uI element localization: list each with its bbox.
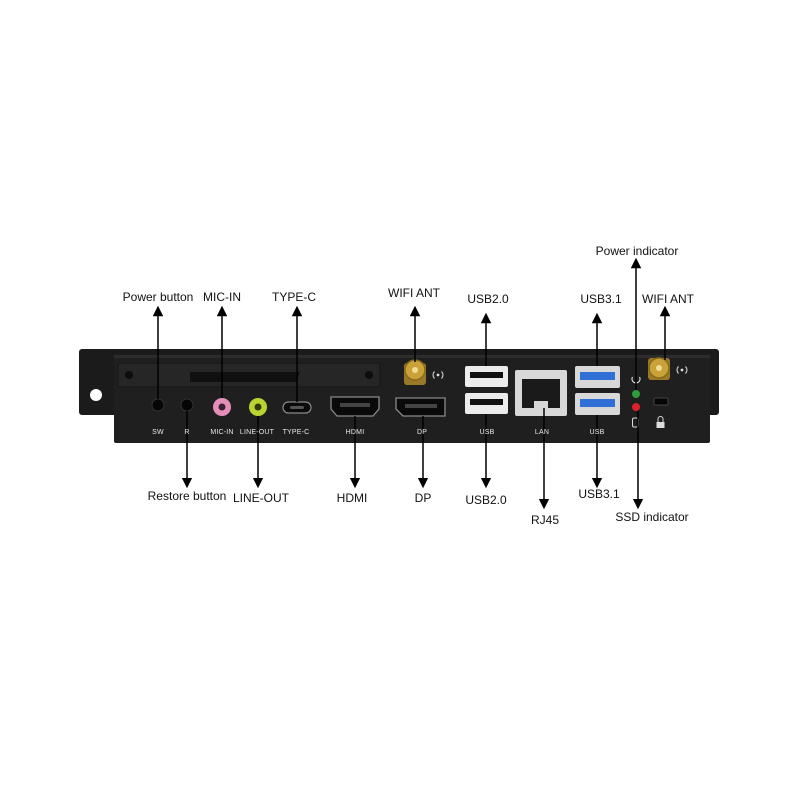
callout-arrows bbox=[152, 257, 671, 510]
callout-mic-in: MIC-IN bbox=[203, 290, 241, 304]
panel-label-lan: LAN bbox=[534, 429, 550, 436]
callout-wifi-ant-left: WIFI ANT bbox=[388, 286, 440, 300]
wifi-symbol-right-icon bbox=[676, 366, 688, 374]
panel-label-line-out: LINE-OUT bbox=[239, 429, 275, 436]
callout-usb31-top: USB3.1 bbox=[580, 292, 622, 306]
io-panel-edge bbox=[114, 355, 710, 358]
panel-label-sw: SW bbox=[152, 429, 164, 436]
callout-hdmi: HDMI bbox=[336, 491, 368, 505]
callout-ssd-indicator: SSD indicator bbox=[615, 510, 689, 524]
callout-wifi-ant-right: WIFI ANT bbox=[642, 292, 694, 306]
slot-cover-tab bbox=[190, 372, 300, 382]
panel-label-type-c: TYPE-C bbox=[282, 429, 310, 436]
callout-usb31-bottom: USB3.1 bbox=[578, 487, 620, 501]
wifi-ant-left-pin bbox=[412, 367, 418, 373]
callout-power-button: Power button bbox=[122, 290, 194, 304]
usb31-upper-tongue bbox=[580, 372, 615, 380]
mic-in-jack-hole bbox=[218, 403, 226, 411]
callout-rj45: RJ45 bbox=[530, 513, 560, 527]
power-button-hole[interactable] bbox=[151, 398, 165, 412]
callout-usb20-top: USB2.0 bbox=[467, 292, 509, 306]
panel-label-usb-right: USB bbox=[589, 429, 605, 436]
restore-button-hole[interactable] bbox=[180, 398, 194, 412]
panel-label-hdmi: HDMI bbox=[345, 429, 365, 436]
slot-screw-left bbox=[125, 371, 133, 379]
usb31-lower-tongue bbox=[580, 399, 615, 407]
dp-tongue bbox=[405, 404, 437, 408]
panel-label-usb-left: USB bbox=[479, 429, 495, 436]
usb20-lower-tongue bbox=[470, 399, 503, 405]
usb20-upper-tongue bbox=[470, 372, 503, 378]
lock-slot[interactable] bbox=[653, 397, 669, 406]
callout-type-c: TYPE-C bbox=[271, 290, 317, 304]
hdmi-tongue bbox=[340, 403, 370, 407]
wifi-symbol-left-icon bbox=[432, 371, 444, 379]
ssd-indicator-led bbox=[632, 403, 640, 411]
panel-label-r: R bbox=[184, 429, 190, 436]
line-out-jack-hole bbox=[254, 403, 262, 411]
slot-screw-right bbox=[365, 371, 373, 379]
callout-line-out: LINE-OUT bbox=[232, 491, 290, 505]
callout-restore-button: Restore button bbox=[147, 489, 227, 503]
power-indicator-led bbox=[632, 390, 640, 398]
mount-hole-left bbox=[90, 389, 102, 401]
type-c-tongue bbox=[290, 406, 304, 409]
callout-power-indicator: Power indicator bbox=[595, 244, 679, 258]
callout-dp: DP bbox=[414, 491, 432, 505]
panel-label-mic-in: MIC-IN bbox=[210, 429, 234, 436]
panel-label-dp: DP bbox=[416, 429, 428, 436]
wifi-ant-right-pin bbox=[656, 365, 662, 371]
callout-usb20-bottom: USB2.0 bbox=[465, 493, 507, 507]
rj45-clip-slot bbox=[534, 401, 548, 410]
lock-icon bbox=[656, 416, 665, 428]
